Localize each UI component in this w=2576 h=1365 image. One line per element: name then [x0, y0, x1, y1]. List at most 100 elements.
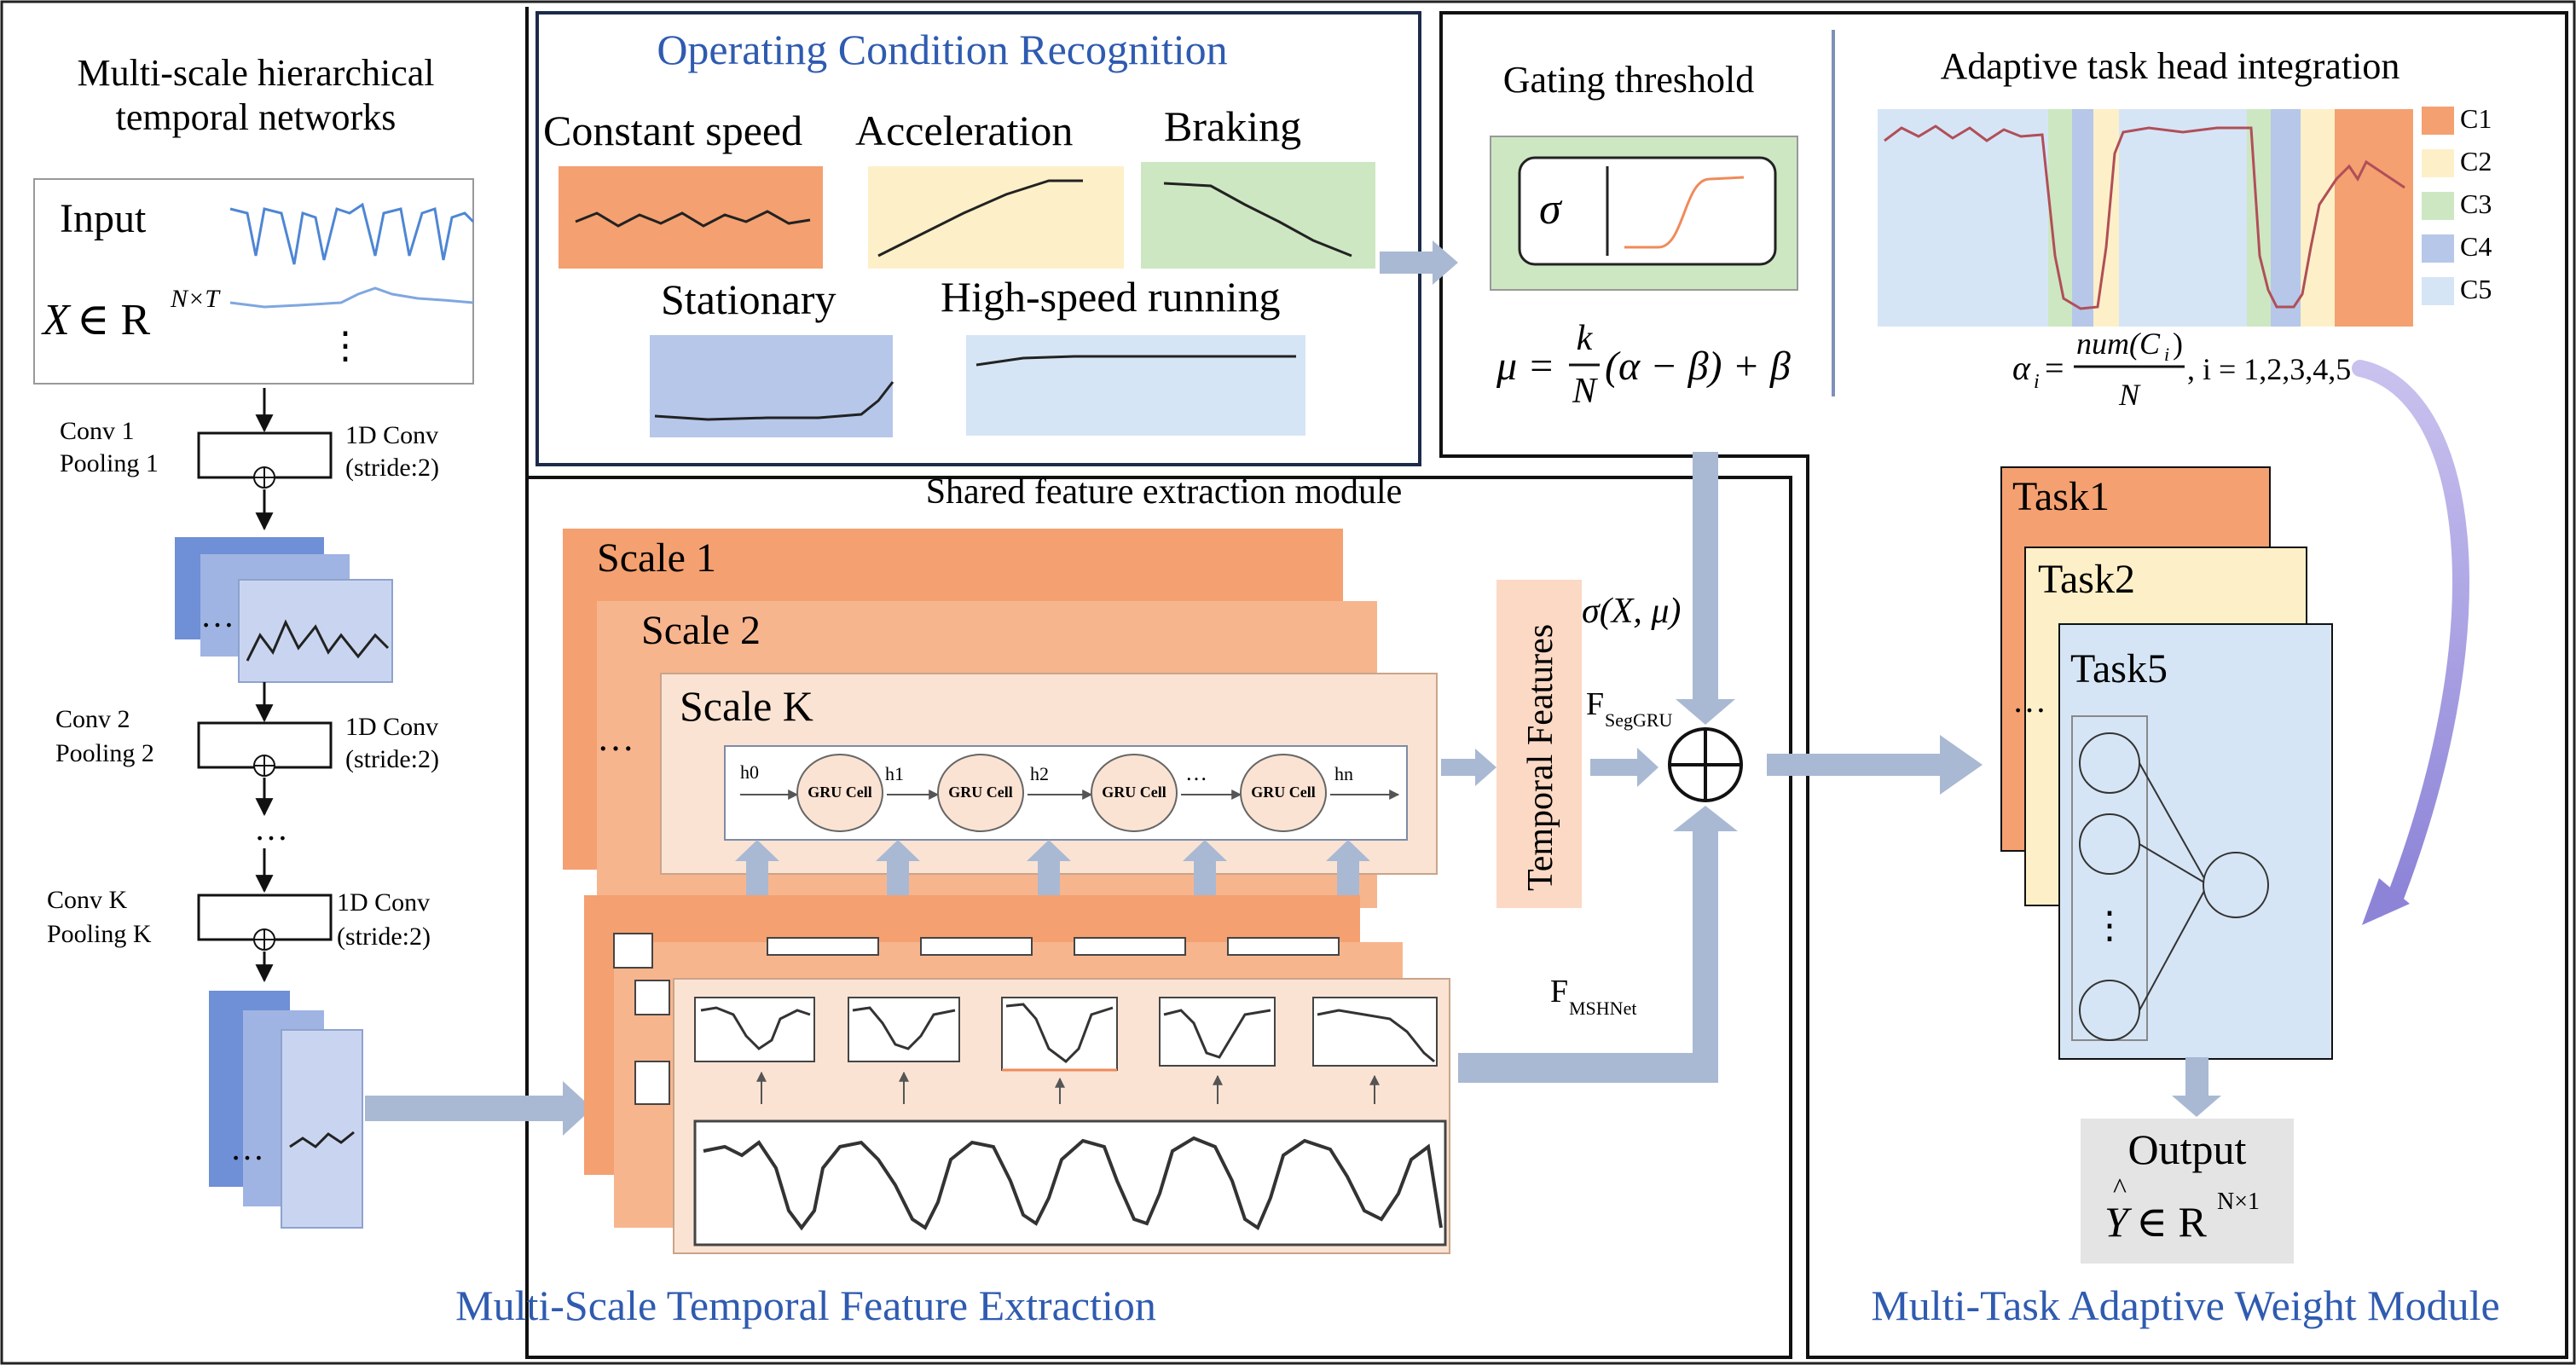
gru-cell-4	[1240, 754, 1327, 832]
alpha-sub: i	[2034, 371, 2040, 393]
alpha-eq: =	[2045, 349, 2064, 387]
curved-arrow-head	[2362, 878, 2410, 925]
mu-k: k	[1577, 319, 1594, 358]
mu-n: N	[1572, 372, 1598, 411]
legend-c1-swatch	[2422, 107, 2454, 135]
pool2-label: Pooling 2	[55, 739, 154, 767]
scale-ellipsis: …	[597, 717, 634, 759]
ocr-cond-high-speed: High-speed running	[941, 273, 1281, 321]
sigma-x-mu: σ(X, μ)	[1582, 592, 1681, 631]
output-box	[2081, 1119, 2294, 1264]
temporal-features-box	[1496, 580, 1582, 908]
ocr-frame	[535, 11, 1421, 466]
alpha-lhs: α	[2012, 349, 2031, 387]
scale-1-label: Scale 1	[597, 535, 716, 581]
task2-label: Task2	[2038, 557, 2135, 602]
gru-h2: h2	[1030, 763, 1049, 784]
conv1-op: 1D Conv	[345, 421, 438, 449]
full-signal-box	[693, 1119, 1447, 1246]
input-dots: ⋮	[327, 325, 364, 367]
conv-block-1	[197, 431, 333, 489]
ocr-swatch-constant	[559, 166, 823, 269]
conv1-label: Conv 1	[60, 417, 135, 445]
scale-2-label: Scale 2	[641, 608, 761, 653]
left-title-line2: temporal networks	[116, 96, 397, 138]
f-seggru-sub: SegGRU	[1605, 709, 1673, 731]
center-section-title: Multi-Scale Temporal Feature Extraction	[455, 1281, 1156, 1329]
poolk-label: Pooling K	[47, 920, 152, 948]
gru-cell-2	[937, 754, 1024, 832]
arrow-ocr-gating	[1380, 240, 1458, 285]
conv2-stride: (stride:2)	[345, 745, 439, 773]
legend-c2-swatch	[2422, 149, 2454, 177]
left-mid-dots: …	[254, 809, 288, 847]
adaptive-alpha-formula: α i = num(C i ) N , i = 1,2,3,4,5	[2012, 327, 2351, 412]
gru-cell-4-label: GRU Cell	[1251, 784, 1316, 801]
feature-maps-k	[209, 991, 363, 1229]
gating-sigmoid	[1624, 176, 1745, 249]
scale-k-label: Scale K	[680, 682, 813, 730]
adaptive-title: Adaptive task head integration	[1941, 45, 2400, 87]
input-signal-1	[229, 202, 475, 265]
temporal-features-label: Temporal Features	[1521, 624, 1560, 891]
arrow-gating-sum	[1676, 452, 1735, 725]
output-in: ∈ R	[2136, 1198, 2208, 1246]
arrow-mapsk-center	[365, 1081, 593, 1136]
ocr-title: Operating Condition Recognition	[657, 26, 1227, 73]
arrow-gru-temporal	[1441, 749, 1496, 786]
f-mshnet-sub: MSHNet	[1569, 998, 1636, 1019]
gru-cell-1	[796, 754, 883, 832]
legend-c4: C4	[2460, 231, 2492, 262]
ocr-swatch-acceleration	[868, 166, 1124, 269]
gating-sigma: σ	[1539, 185, 1563, 234]
output-y: Y	[2104, 1198, 2133, 1246]
alpha-den: N	[2118, 378, 2141, 412]
output-label: Output	[2128, 1125, 2247, 1173]
convk-stride: (stride:2)	[337, 923, 431, 951]
mapsk-ellipsis: …	[230, 1129, 264, 1167]
maps1-ellipsis: …	[200, 596, 234, 634]
left-title-line1: Multi-scale hierarchical	[77, 52, 434, 94]
segment-small-arrows	[756, 1071, 1380, 1104]
gru-h1: h1	[885, 763, 904, 784]
gru-cell-1-label: GRU Cell	[808, 784, 872, 801]
adaptive-strip-chart	[1878, 109, 2413, 327]
arrow-mshnet-sum	[1458, 806, 1738, 1083]
convk-op: 1D Conv	[337, 888, 430, 917]
conv2-op: 1D Conv	[345, 713, 438, 741]
mu-lhs: μ =	[1496, 344, 1554, 389]
full-signal	[703, 1136, 1443, 1231]
legend-c1: C1	[2460, 103, 2492, 134]
ocr-swatch-stationary	[650, 335, 894, 437]
arrow-tasks-output	[2172, 1057, 2221, 1117]
conv1-stride: (stride:2)	[345, 454, 439, 482]
input-eq-sup: N×T	[170, 285, 221, 313]
input-signal-2	[229, 286, 474, 309]
conv-block-2	[197, 721, 333, 777]
legend-c5-swatch	[2422, 277, 2454, 305]
ocr-cond-constant-speed: Constant speed	[543, 107, 802, 154]
f-mshnet: F	[1550, 974, 1568, 1009]
center-frame	[525, 476, 1792, 1359]
segment-windows	[694, 997, 1438, 1072]
task5-box	[2058, 623, 2333, 1060]
pool1-label: Pooling 1	[60, 449, 159, 477]
arrow-temporal-sum	[1590, 748, 1658, 787]
output-sup: N×1	[2217, 1189, 2260, 1215]
ocr-cond-acceleration: Acceleration	[855, 107, 1073, 154]
feature-maps-1	[175, 537, 393, 683]
gating-frame	[1439, 11, 2568, 1359]
f-mshnet-label: F MSHNet	[1550, 974, 1636, 1019]
convk-label: Conv K	[47, 886, 128, 914]
adaptive-legend: C1 C2 C3 C4 C5	[2422, 103, 2492, 305]
gru-cell-gap: …	[1185, 761, 1207, 785]
gru-cell-2-label: GRU Cell	[948, 784, 1013, 801]
gru-hn: hn	[1334, 763, 1353, 784]
ocr-swatch-high-speed	[966, 335, 1305, 436]
alpha-num-sub: i	[2164, 344, 2169, 365]
input-eq-x: X	[41, 296, 72, 344]
mu-rhs: (α − β) + β	[1605, 344, 1791, 389]
shared-title: Shared feature extraction module	[926, 472, 1403, 512]
task1-label: Task1	[2012, 474, 2110, 519]
gating-title: Gating threshold	[1503, 59, 1755, 101]
